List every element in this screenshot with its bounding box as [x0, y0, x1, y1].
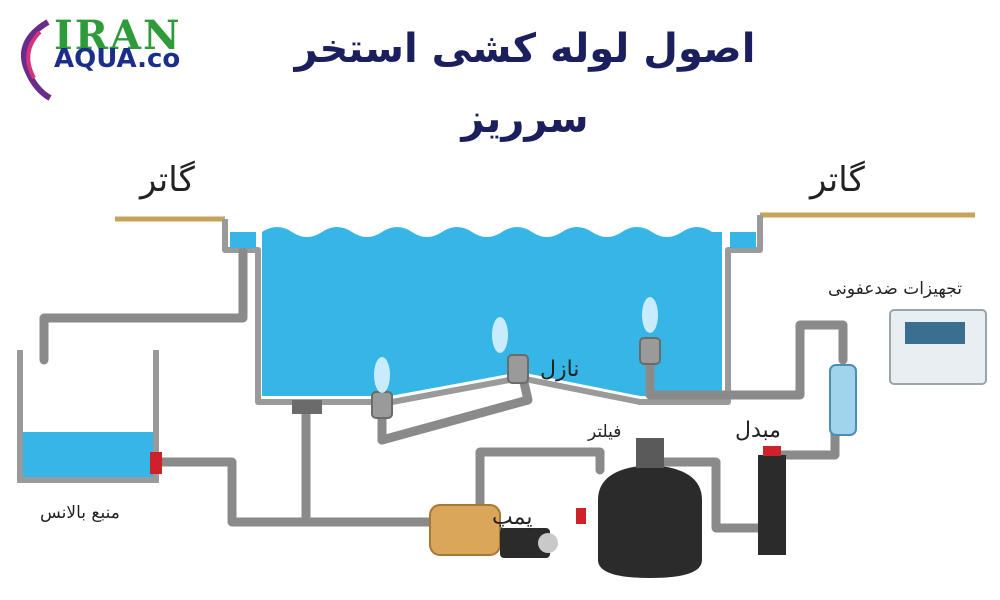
main-drain: [292, 400, 322, 414]
water-jet-2: [492, 317, 508, 353]
logo-swirl-icon: [21, 19, 52, 101]
nozzle-3: [639, 337, 661, 365]
logo-main-text: AQUA.co: [54, 44, 181, 74]
disinfection-equipment: [829, 309, 987, 436]
label-nozzle: نازل: [540, 357, 580, 382]
sand-filter: [576, 438, 702, 578]
label-disinfection: تجهیزات ضدعفونی: [828, 279, 962, 299]
pipe-network: [39, 247, 848, 533]
gutter-right-water: [730, 232, 756, 248]
balance-tank-wall: [17, 350, 159, 483]
water-jet-3: [642, 297, 658, 333]
filter-valve: [636, 438, 664, 468]
heat-exchanger-cap: [763, 446, 781, 456]
pump: [429, 504, 558, 558]
label-filter: فیلتر: [588, 422, 622, 442]
disinfection-screen: [905, 322, 965, 344]
filter-side-valve: [576, 508, 586, 524]
pump-motor: [500, 528, 550, 558]
balance-tank-water: [20, 432, 154, 478]
pump-body: [429, 504, 501, 556]
filter-body: [598, 465, 702, 578]
nozzle-group: [371, 337, 661, 419]
label-balance-tank: منبع بالانس: [40, 503, 120, 523]
logo-top-text: IRAN: [54, 12, 182, 59]
label-pump: پمپ: [492, 505, 533, 530]
pool-water: [262, 227, 722, 396]
heat-exchanger: [758, 446, 786, 555]
heat-exchanger-body: [758, 455, 786, 555]
label-heat-exchanger: مبدل: [735, 418, 781, 443]
nozzle-2: [507, 354, 529, 384]
pump-motor-cap: [538, 533, 558, 553]
label-gutter-right: گاتر: [810, 160, 865, 200]
nozzle-1: [371, 391, 393, 419]
gutter-left-water: [230, 232, 256, 248]
water-jet-1: [374, 357, 390, 393]
company-logo: IRAN AQUA.co: [10, 12, 190, 102]
disinfection-cell: [829, 364, 857, 436]
water-jet-group: [374, 297, 658, 393]
page-title: اصول لوله کشی استخر سرریز: [294, 26, 756, 142]
balance-tank-valve: [150, 452, 162, 474]
disinfection-controller: [889, 309, 987, 385]
label-gutter-left: گاتر: [140, 160, 195, 200]
